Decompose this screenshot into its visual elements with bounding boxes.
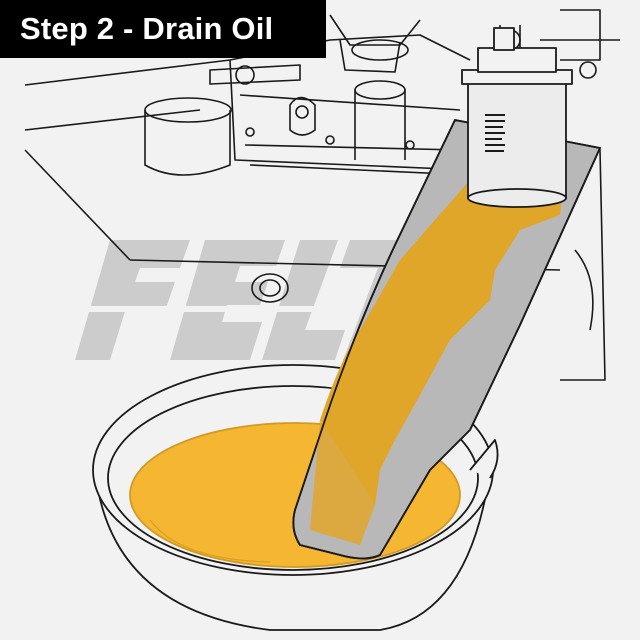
- oil-filter: [461, 27, 573, 208]
- drain-chute: [292, 119, 601, 560]
- barcode-label: [485, 114, 505, 152]
- step-banner: Step 2 - Drain Oil: [0, 0, 326, 58]
- step-title: Step 2 - Drain Oil: [20, 11, 274, 46]
